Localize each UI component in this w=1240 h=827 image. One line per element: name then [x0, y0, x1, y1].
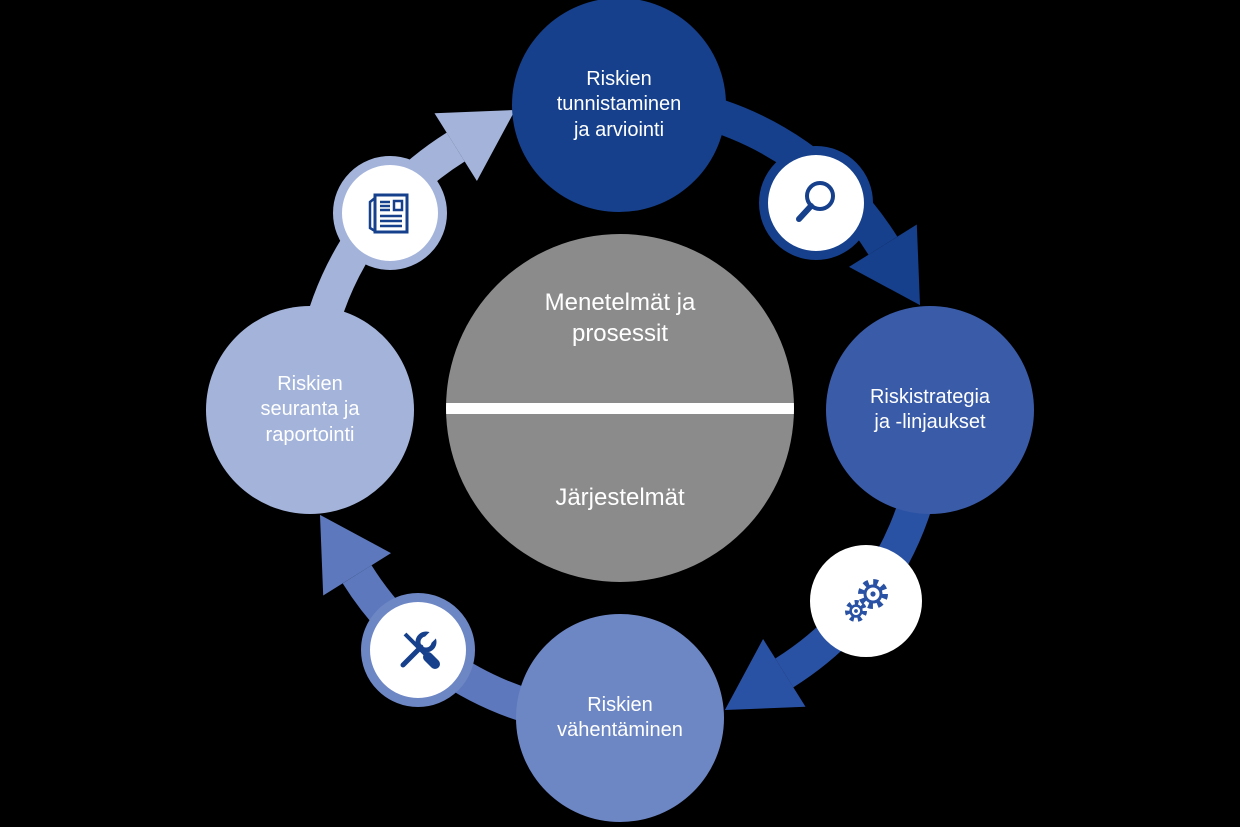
node-label: Riskien tunnistaminen ja arviointi [556, 68, 682, 141]
badge-report [333, 156, 447, 270]
gears-icon [845, 579, 888, 622]
center-bottom-label: Järjestelmät [555, 484, 685, 512]
center-top-label: Menetelmät ja prosessit [544, 289, 696, 348]
tools-icon [400, 627, 441, 669]
node-riskien-seuranta: Riskien seuranta ja raportointi [206, 306, 414, 514]
badge-mitigation [361, 593, 475, 707]
center-divider [446, 402, 794, 414]
node-riskistrategia: Riskistrategia ja -linjaukset [826, 306, 1034, 514]
node-label: Riskistrategia ja -linjaukset [869, 385, 991, 433]
node-label: Riskien vähentäminen [557, 693, 683, 741]
node-riskien-vahentaminen: Riskien vähentäminen [516, 614, 724, 822]
node-label: Riskien seuranta ja raportointi [260, 373, 360, 446]
newspaper-icon [368, 193, 409, 234]
center-top-half: Menetelmät ja prosessit [446, 234, 794, 403]
center-bottom-half: Järjestelmät [446, 414, 794, 583]
center-circle: Menetelmät ja prosessit Järjestelmät [446, 234, 794, 582]
magnifier-icon [796, 181, 835, 222]
node-riskien-tunnistaminen: Riskien tunnistaminen ja arviointi [512, 0, 726, 212]
badge-identify [759, 146, 873, 260]
badge-strategy [810, 545, 922, 657]
